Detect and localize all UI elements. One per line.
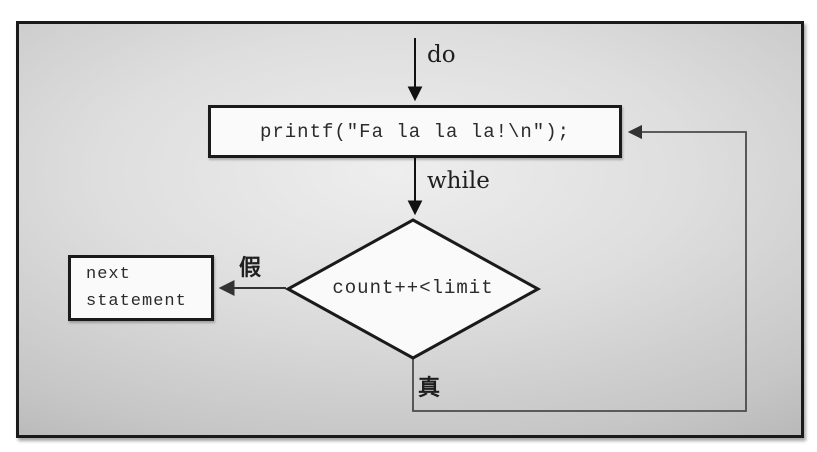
condition-diamond <box>284 218 542 360</box>
next-statement-box: next statement <box>68 255 214 321</box>
loop-back-arrow <box>412 124 747 412</box>
loop-body-statement: printf("Fa la la la!\n"); <box>259 120 571 143</box>
false-branch-label: 假 <box>239 255 262 281</box>
next-statement-line2: statement <box>86 292 187 311</box>
do-edge-label: do <box>427 42 456 68</box>
while-edge-label: while <box>427 168 490 194</box>
condition-expression: count++<limit <box>332 277 494 299</box>
loop-body-box: printf("Fa la la la!\n"); <box>208 105 622 158</box>
true-branch-label: 真 <box>418 375 441 401</box>
next-statement-line1: next <box>86 265 131 284</box>
